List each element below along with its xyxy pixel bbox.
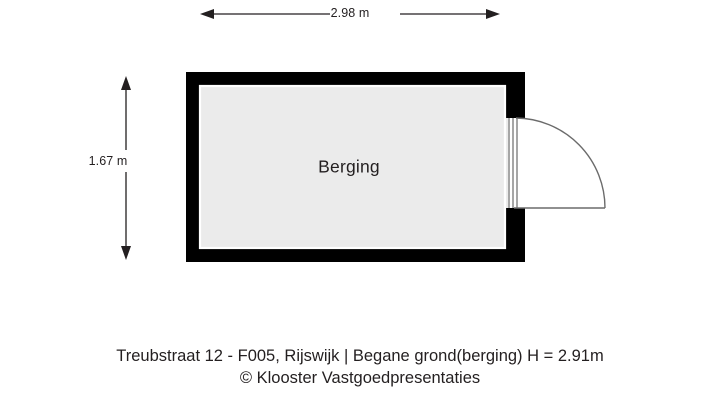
floor-fill [200,86,505,248]
dimension-height [121,76,131,260]
caption-address-line: Treubstraat 12 - F005, Rijswijk | Begane… [116,347,604,365]
caption-copyright-line: © Klooster Vastgoedpresentaties [239,369,481,387]
wall-right-upper-pier [505,72,525,118]
wall-right-opening-reveal [505,118,508,208]
wall-top [186,72,525,86]
arrow-right-icon [486,9,500,19]
arrow-left-icon [200,9,214,19]
dimension-width [200,9,500,19]
wall-bottom [186,248,525,262]
wall-right-lower-pier [505,208,525,262]
arrow-down-icon [121,246,131,260]
caption: Treubstraat 12 - F005, Rijswijk | Begane… [0,345,720,389]
dimension-width-label: 2.98 m [330,6,370,20]
room-label-berging: Berging [318,156,380,177]
walls [186,72,525,262]
wall-left [186,72,200,262]
room-floor [198,84,507,250]
floor-inset-line [198,84,507,250]
door-swing-arc [515,117,606,209]
arrow-up-icon [121,76,131,90]
dimension-height-label: 1.67 m [85,152,131,170]
swing-door [508,117,606,209]
